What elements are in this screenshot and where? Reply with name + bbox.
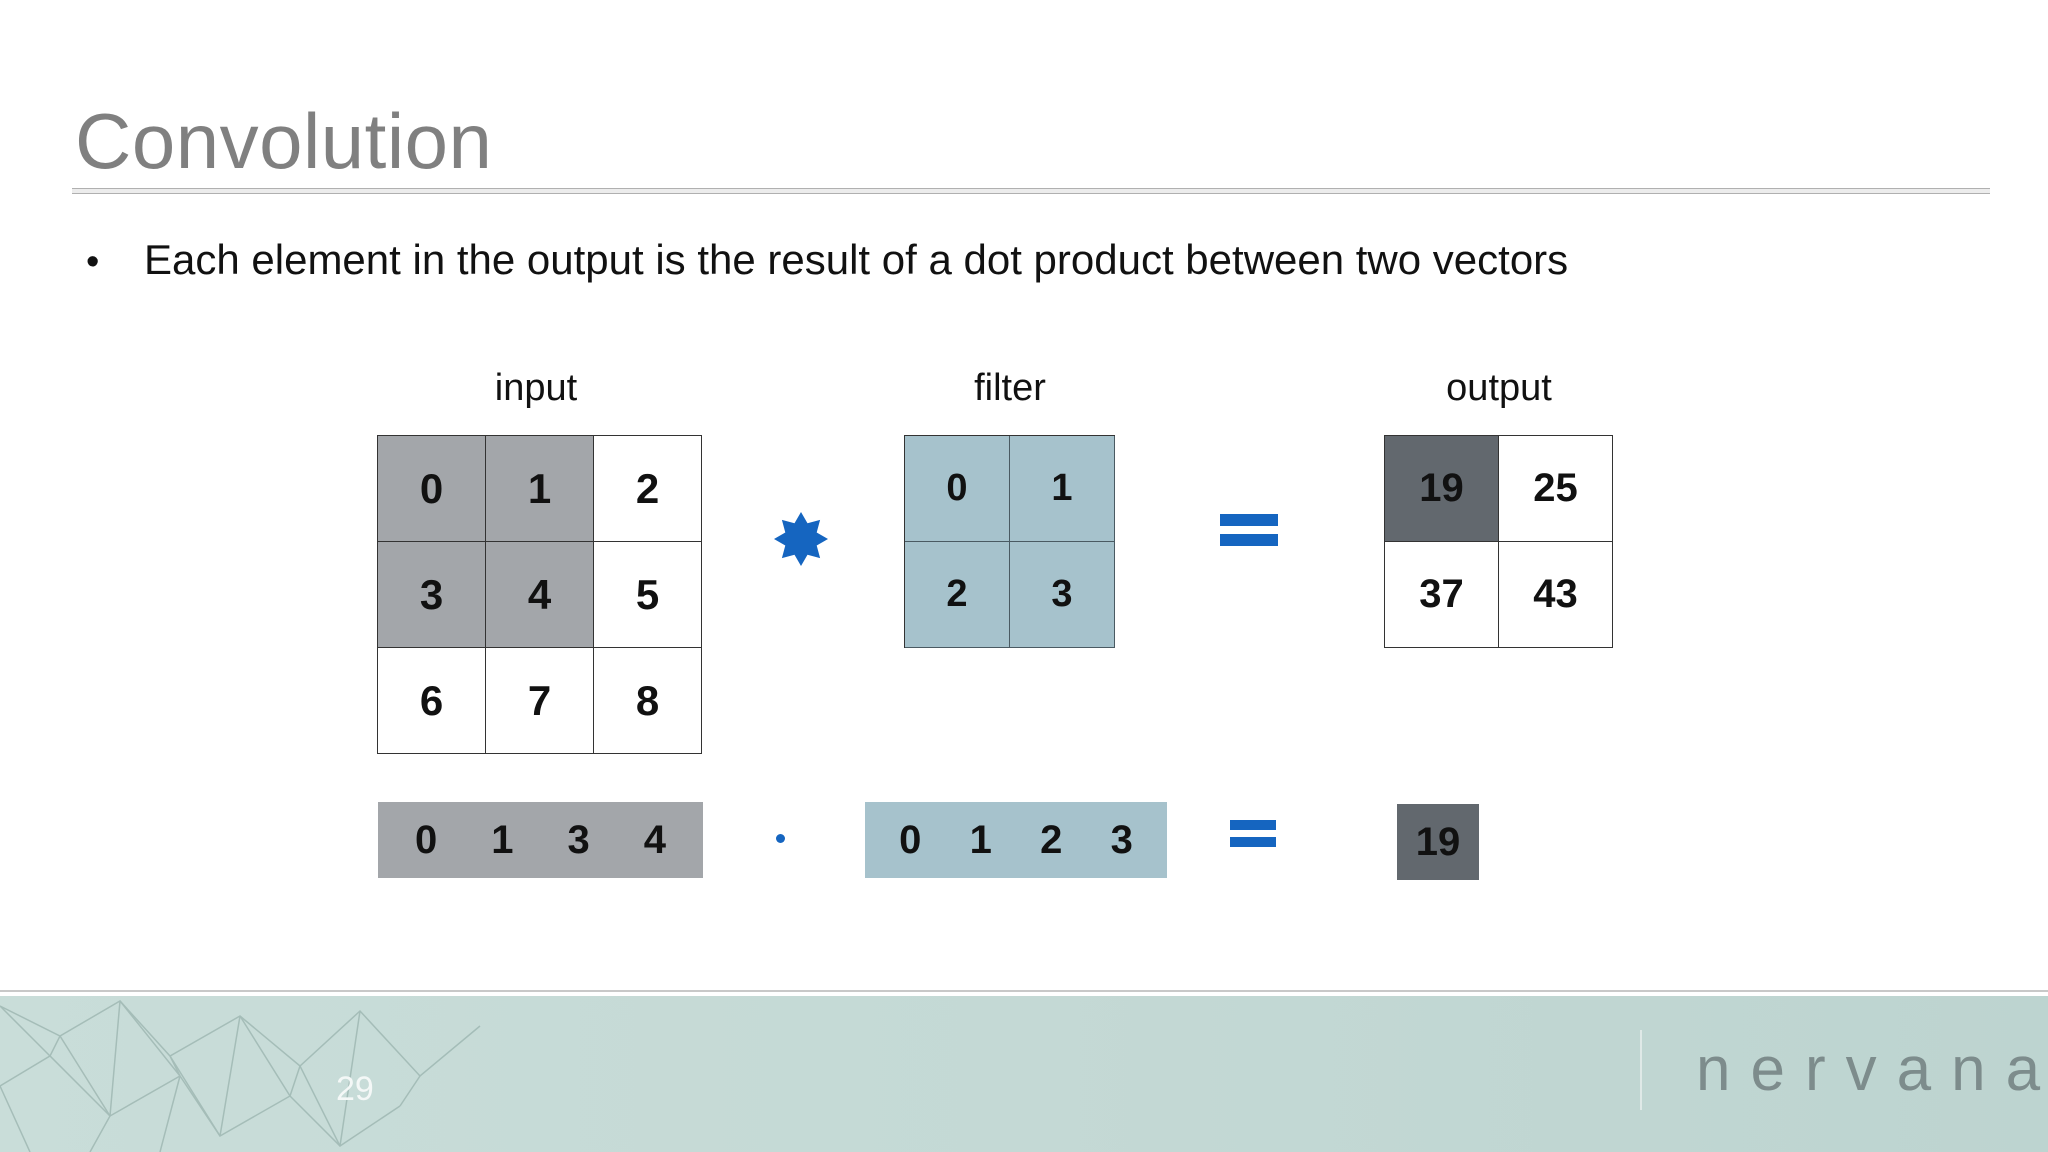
input-cell: 8 [594, 648, 702, 754]
input-cell: 2 [594, 436, 702, 542]
output-cell: 19 [1385, 436, 1499, 542]
equals-icon [1220, 514, 1278, 554]
dot-product-icon [776, 834, 785, 843]
brand-divider [1640, 1030, 1642, 1110]
bullet-text: Each element in the output is the result… [144, 236, 1569, 283]
filter-vector: 0 1 2 3 [865, 802, 1167, 878]
page-number: 29 [336, 1070, 374, 1108]
input-cell: 3 [378, 542, 486, 648]
input-cell: 1 [486, 436, 594, 542]
input-label: input [494, 367, 578, 409]
footer-banner: 29 nervana [0, 996, 2048, 1152]
output-cell: 37 [1385, 542, 1499, 648]
vector-element: 1 [491, 817, 514, 862]
input-cell: 6 [378, 648, 486, 754]
output-label: output [1446, 367, 1552, 409]
input-cell: 5 [594, 542, 702, 648]
vector-element: 3 [567, 817, 590, 862]
footer-divider [0, 990, 2048, 992]
title-divider [72, 188, 1990, 194]
polygon-pattern-graphic [0, 1000, 481, 1152]
slide-title: Convolution [75, 97, 493, 185]
vector-element: 1 [969, 817, 992, 862]
filter-cell: 3 [1010, 542, 1115, 648]
vector-element: 3 [1110, 817, 1133, 862]
output-matrix: 19 25 37 43 [1384, 435, 1613, 648]
convolution-star-icon [774, 512, 828, 566]
filter-cell: 0 [905, 436, 1010, 542]
filter-matrix: 0 1 2 3 [904, 435, 1115, 648]
result-value: 19 [1397, 804, 1479, 880]
filter-cell: 1 [1010, 436, 1115, 542]
vector-element: 2 [1040, 817, 1063, 862]
brand-logo: nervana [1696, 1035, 2048, 1104]
input-vector: 0 1 3 4 [378, 802, 703, 878]
filter-cell: 2 [905, 542, 1010, 648]
input-matrix: 0 1 2 3 4 5 6 7 8 [377, 435, 702, 754]
input-cell: 0 [378, 436, 486, 542]
input-cell: 4 [486, 542, 594, 648]
output-cell: 43 [1499, 542, 1613, 648]
equals-icon [1230, 820, 1276, 854]
output-cell: 25 [1499, 436, 1613, 542]
filter-label: filter [974, 367, 1046, 409]
vector-element: 4 [643, 817, 666, 862]
input-cell: 7 [486, 648, 594, 754]
vector-element: 0 [899, 817, 922, 862]
vector-element: 0 [415, 817, 438, 862]
bullet-marker: • [86, 241, 100, 283]
